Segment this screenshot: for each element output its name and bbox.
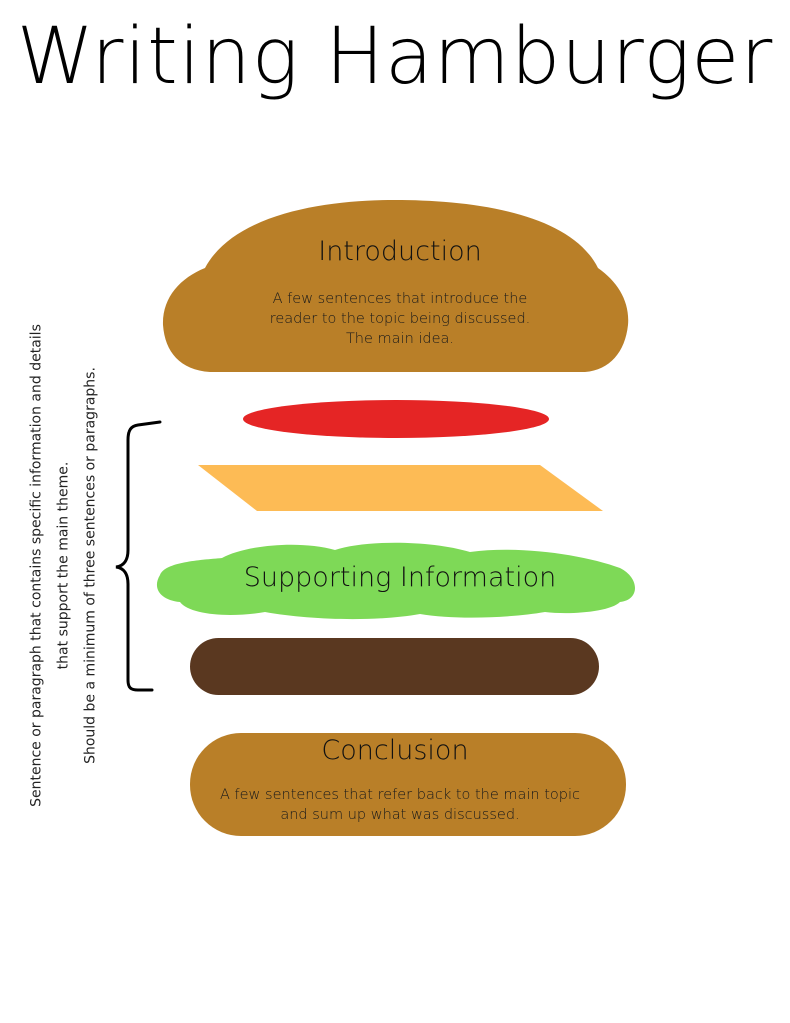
side-note-line-2: that support the main theme. [55,461,72,670]
conclusion-heading: Conclusion [321,735,469,766]
conclusion-line-1: A few sentences that refer back to the m… [220,787,580,803]
introduction-heading: Introduction [318,236,482,267]
side-note-line-1: Sentence or paragraph that contains spec… [28,324,45,807]
introduction-line-1: A few sentences that introduce the [272,291,528,307]
introduction-line-3: The main idea. [345,331,455,347]
bottom-bun [190,733,626,836]
lettuce-leaf [156,542,635,620]
top-bun [162,200,629,372]
cheese-slice [198,465,603,511]
side-note-line-3: Should be a minimum of three sentences o… [82,367,99,764]
conclusion-text: A few sentences that refer back to the m… [190,785,610,825]
curly-bracket [115,420,162,692]
conclusion-line-2: and sum up what was discussed. [280,807,520,823]
side-note: Sentence or paragraph that contains spec… [24,286,105,846]
introduction-text: A few sentences that introduce the reade… [200,289,600,349]
page-title: Writing Hamburger [16,12,774,102]
introduction-line-2: reader to the topic being discussed. [269,311,531,327]
patty [190,638,599,695]
tomato-slice [243,400,549,438]
supporting-heading: Supporting Information [243,562,557,593]
